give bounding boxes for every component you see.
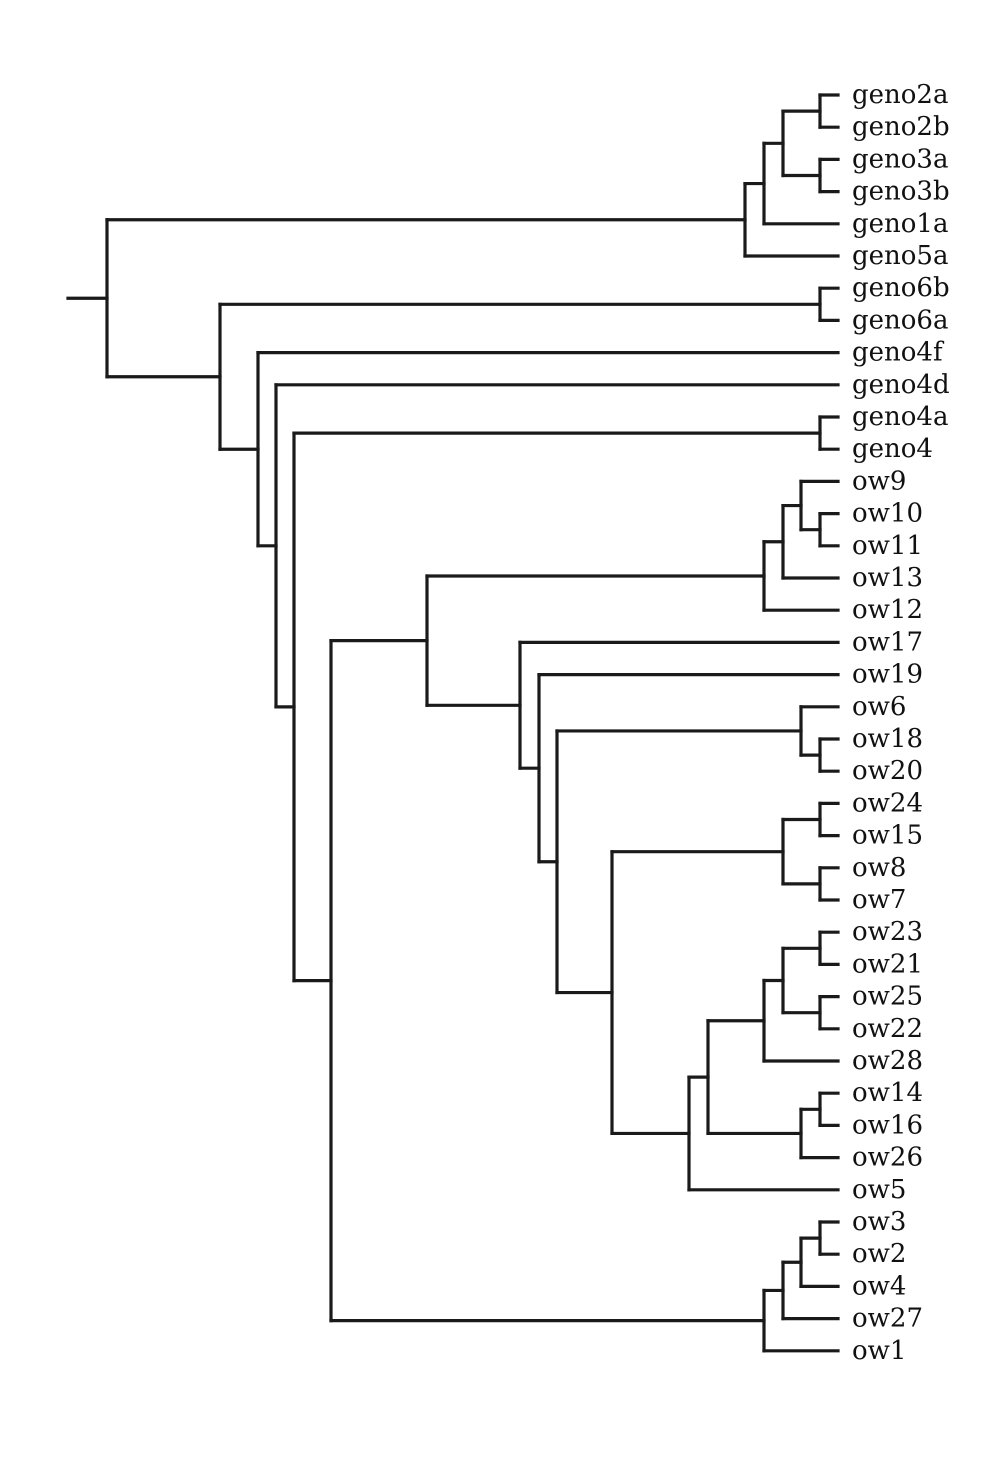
leaf-label-ow23: ow23 <box>852 917 923 947</box>
leaf-label-geno4d: geno4d <box>852 370 950 400</box>
leaf-label-ow14: ow14 <box>852 1078 923 1108</box>
leaf-label-ow11: ow11 <box>852 531 923 561</box>
leaf-label-geno6b: geno6b <box>852 273 950 303</box>
leaf-label-geno1a: geno1a <box>852 209 948 239</box>
leaf-label-ow10: ow10 <box>852 499 923 529</box>
leaf-label-ow27: ow27 <box>852 1304 923 1334</box>
leaf-label-ow1: ow1 <box>852 1336 906 1366</box>
leaf-label-ow5: ow5 <box>852 1175 906 1205</box>
leaf-label-geno3b: geno3b <box>852 177 950 207</box>
leaf-label-geno2a: geno2a <box>852 80 948 110</box>
leaf-label-ow8: ow8 <box>852 853 906 883</box>
leaf-label-ow6: ow6 <box>852 692 906 722</box>
leaf-label-geno6a: geno6a <box>852 305 948 335</box>
leaf-label-ow22: ow22 <box>852 1014 923 1044</box>
leaf-label-ow4: ow4 <box>852 1271 906 1301</box>
leaf-label-geno5a: geno5a <box>852 241 948 271</box>
leaf-label-ow13: ow13 <box>852 563 923 593</box>
leaf-label-ow7: ow7 <box>852 885 906 915</box>
leaf-label-ow25: ow25 <box>852 982 923 1012</box>
leaf-label-geno3a: geno3a <box>852 144 948 174</box>
branches <box>66 93 840 1353</box>
leaf-label-geno2b: geno2b <box>852 112 950 142</box>
leaf-label-ow24: ow24 <box>852 788 923 818</box>
leaf-label-ow12: ow12 <box>852 595 923 625</box>
leaf-label-geno4a: geno4a <box>852 402 948 432</box>
leaf-label-ow9: ow9 <box>852 466 906 496</box>
leaf-labels: geno2ageno2bgeno3ageno3bgeno1ageno5ageno… <box>852 80 950 1366</box>
leaf-label-ow16: ow16 <box>852 1110 923 1140</box>
leaf-label-geno4f: geno4f <box>852 338 945 368</box>
leaf-label-ow26: ow26 <box>852 1143 923 1173</box>
leaf-label-ow19: ow19 <box>852 660 923 690</box>
leaf-label-ow3: ow3 <box>852 1207 906 1237</box>
leaf-label-ow2: ow2 <box>852 1239 906 1269</box>
leaf-label-ow21: ow21 <box>852 949 923 979</box>
leaf-label-ow18: ow18 <box>852 724 923 754</box>
leaf-label-ow15: ow15 <box>852 821 923 851</box>
leaf-label-ow28: ow28 <box>852 1046 923 1076</box>
leaf-label-ow20: ow20 <box>852 756 923 786</box>
leaf-label-geno4: geno4 <box>852 434 933 464</box>
leaf-label-ow17: ow17 <box>852 627 923 657</box>
